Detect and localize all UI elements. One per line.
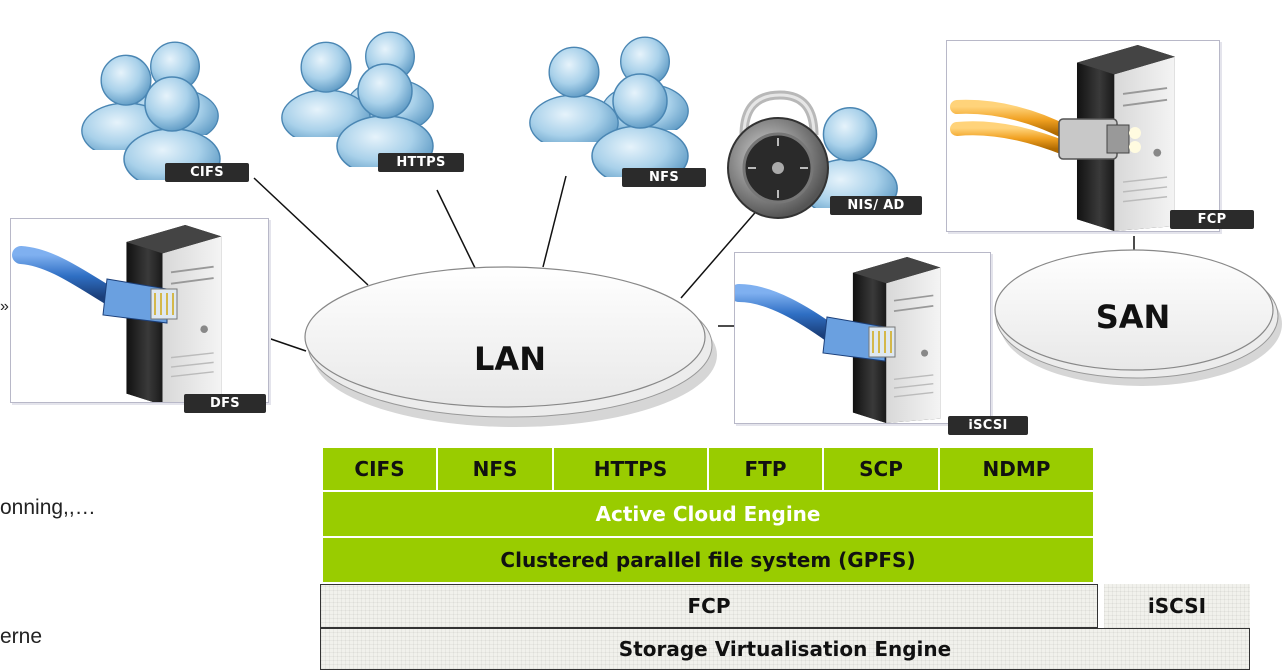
- users-nfs-icon: [529, 36, 689, 177]
- line-dfs-lan: [267, 337, 307, 352]
- tag-iscsi: iSCSI: [948, 416, 1028, 435]
- side-text-line1: onning,,…: [0, 496, 96, 519]
- line-cifs-lan: [253, 177, 369, 286]
- tag-cifs: CIFS: [165, 163, 249, 182]
- tag-nfs: NFS: [622, 168, 706, 187]
- padlock-icon: [727, 90, 829, 219]
- tag-https: HTTPS: [378, 153, 464, 172]
- line-https-lan: [436, 189, 477, 271]
- side-quote: »: [0, 298, 9, 315]
- virtualisation-row: Storage Virtualisation Engine: [320, 628, 1250, 670]
- line-nisad-lan: [680, 199, 767, 299]
- iscsi-server-box: [730, 252, 991, 424]
- stack-protocol-ndmp: NDMP: [982, 457, 1051, 481]
- gpfs-row: Clustered parallel file system (GPFS): [323, 538, 1093, 582]
- stack-protocol-scp: SCP: [824, 448, 940, 490]
- tag-fcp: FCP: [1170, 210, 1254, 229]
- dfs-server-box: [10, 218, 269, 405]
- fcp-server-icon: [950, 45, 1177, 231]
- connector-lines: [253, 175, 1135, 352]
- tag-dfs: DFS: [184, 394, 266, 413]
- stack-fcp: FCP: [320, 584, 1098, 628]
- stack-virtualisation-engine: Storage Virtualisation Engine: [320, 628, 1250, 670]
- fcp-server-box: [946, 40, 1220, 232]
- stack-protocol-https: HTTPS: [554, 448, 709, 490]
- san-label: SAN: [1095, 298, 1171, 336]
- side-text-line2: erne: [0, 625, 43, 648]
- stack-protocol-nfs: NFS: [438, 448, 554, 490]
- stack-active-cloud-engine: Active Cloud Engine: [595, 502, 821, 526]
- transport-row: FCP iSCSI: [320, 584, 1250, 628]
- lan-label: LAN: [474, 340, 546, 378]
- san-cloud: [994, 249, 1282, 386]
- stack-protocol-ftp: FTP: [709, 448, 824, 490]
- tag-nisad: NIS/ AD: [830, 196, 922, 215]
- iscsi-server-icon: [730, 257, 942, 423]
- lan-cloud: [304, 266, 717, 427]
- stack-iscsi: iSCSI: [1104, 584, 1250, 628]
- line-nfs-lan: [542, 175, 567, 268]
- stack-protocol-cifs: CIFS: [323, 448, 438, 490]
- stack-gpfs: Clustered parallel file system (GPFS): [500, 548, 916, 572]
- dfs-server-icon: [12, 225, 223, 405]
- protocol-row: CIFS NFS HTTPS FTP SCP NDMP: [323, 448, 1093, 490]
- active-cloud-engine-row: Active Cloud Engine: [323, 492, 1093, 536]
